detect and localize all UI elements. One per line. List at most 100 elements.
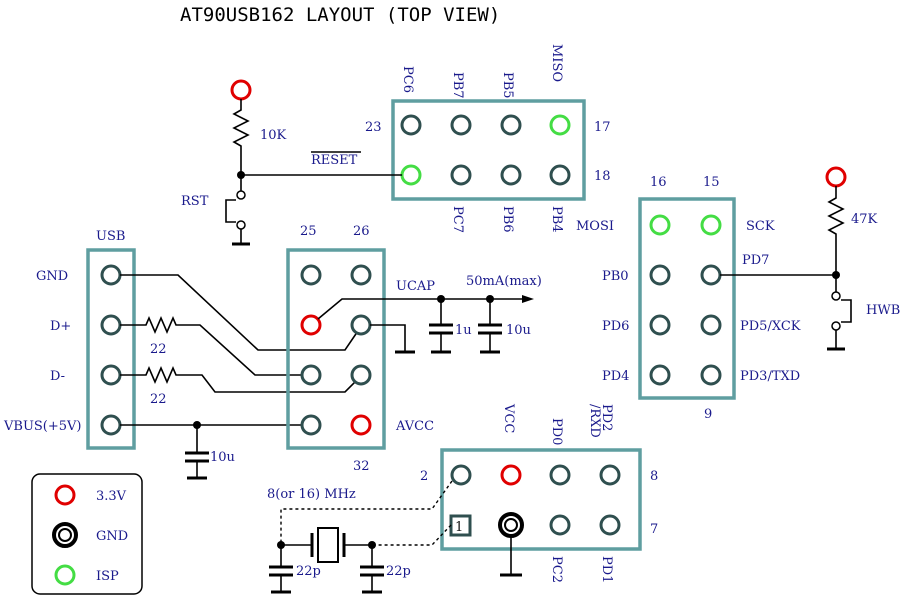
pin-26-label: 26 [353,224,370,239]
crystal-body [317,527,339,563]
pad-xtal2 [450,464,472,486]
mid-header: 25 26 32 AVCC UCAP 50mA(max) 1u 10u [286,224,542,474]
pad-pd1 [599,514,621,536]
label-pd1: PD1 [599,556,614,583]
pin-2-label: 2 [420,469,428,484]
usb-header-label: USB [96,229,125,244]
label-pd2-rxd-line2: /RXD [587,404,602,438]
label-mosi: MOSI [576,219,614,234]
pad-pb5 [500,114,522,136]
label-pc7: PC7 [450,206,465,233]
label-pd3-txd: PD3/TXD [740,369,800,384]
rst-switch-contact-top [236,190,246,200]
legend-gnd-label: GND [96,529,128,544]
legend: 3.3V GND ISP [31,473,143,595]
reset-pullup-supply [230,79,252,101]
top-header-board [391,99,586,201]
legend-isp-label: ISP [96,569,119,584]
pad-pd6 [649,314,671,336]
pad-pb4 [549,164,571,186]
label-pd5-xck: PD5/XCK [740,319,801,334]
label-vcc: VCC [501,403,516,433]
pad-usb-dplus [100,314,122,336]
label-pc6: PC6 [400,66,415,93]
hwb-switch-label: HWB [866,303,900,318]
pad-sck [700,214,722,236]
reset-net-label: RESET [311,153,358,168]
mid-header-board [286,248,386,450]
label-pb4: PB4 [549,206,564,233]
pad-pd3 [700,364,722,386]
usb-label-gnd: GND [36,269,68,284]
right-header-board [638,197,736,400]
bottom-header-board [440,448,642,551]
reset-circuit: 10K RESET RST [181,79,402,246]
hwb-resistor-label: 47K [851,212,878,227]
pin-16-label: 16 [650,175,667,190]
label-pd6: PD6 [602,319,629,334]
label-pc2: PC2 [549,556,564,583]
pad-pc2 [549,514,571,536]
cap-22p-left-label: 22p [296,564,321,579]
legend-power-swatch [54,484,76,506]
pad-vcc [500,464,522,486]
label-pd7: PD7 [742,253,769,268]
usb-label-vbus: VBUS(+5V) [3,419,82,434]
pad-usb-dminus [100,364,122,386]
pad-pd2 [599,464,621,486]
cap1-label: 1u [455,323,472,338]
pad-pc6 [400,114,422,136]
pad-26 [350,264,372,286]
pin-17-label: 17 [594,120,611,135]
pin-25-label: 25 [300,224,317,239]
cap-22p-right-label: 22p [386,564,411,579]
pad-ucap-out [300,314,322,336]
ucap-wire [317,298,526,320]
legend-power-label: 3.3V [96,489,127,504]
pad-pd5 [700,314,722,336]
pad-miso [549,114,571,136]
pin-9-label: 9 [704,407,712,422]
pad-pb0 [649,264,671,286]
pad-pb6 [500,164,522,186]
pad-usb-vbus [100,414,122,436]
ucap-arrowhead [522,295,534,303]
rst-switch-contact-bottom [236,220,246,230]
legend-box [31,473,143,595]
hwb-switch-contact-top [831,291,841,301]
rst-switch [225,175,242,244]
dplus-resistor [120,315,302,376]
pin-8-label: 8 [650,469,658,484]
usb-header: USB GND D+ D- VBUS(+5V) 22 22 10u [3,229,363,480]
label-pb0: PB0 [602,269,629,284]
diagram-title: AT90USB162 LAYOUT (TOP VIEW) [180,4,500,26]
label-pb6: PB6 [500,206,515,233]
right-header: 16 15 9 SCK PB0 PD6 PD4 PD7 PD5/XCK PD3/… [602,166,900,422]
pad-25 [300,264,322,286]
label-pd0: PD0 [549,418,564,445]
pin-32-label: 32 [353,459,370,474]
hwb-switch-contact-bottom [831,321,841,331]
usb-label-dplus: D+ [50,319,71,334]
vbus-cap-label: 10u [210,450,235,465]
label-miso: MISO [549,44,564,82]
dplus-resistor-label: 22 [150,342,167,357]
usb-label-dminus: D- [50,369,65,384]
ugnd-wire [370,324,406,352]
pad-mosi [649,214,671,236]
usb-gnd-wire [120,274,363,351]
legend-gnd-swatch-inner [58,528,72,542]
rst-switch-label: RST [181,194,209,209]
avcc-label: AVCC [395,419,434,434]
xtal1-dashed-trace [372,524,452,546]
reset-resistor-label: 10K [260,128,287,143]
pad-gnd-inner [504,518,518,532]
ucap-label: UCAP [396,279,435,294]
dminus-resistor [120,365,363,393]
pin-18-label: 18 [594,169,611,184]
crystal-label: 8(or 16) MHz [267,487,356,502]
xtal2-dashed-trace [280,480,453,545]
hwb-resistor [827,186,845,275]
pin-15-label: 15 [703,175,720,190]
